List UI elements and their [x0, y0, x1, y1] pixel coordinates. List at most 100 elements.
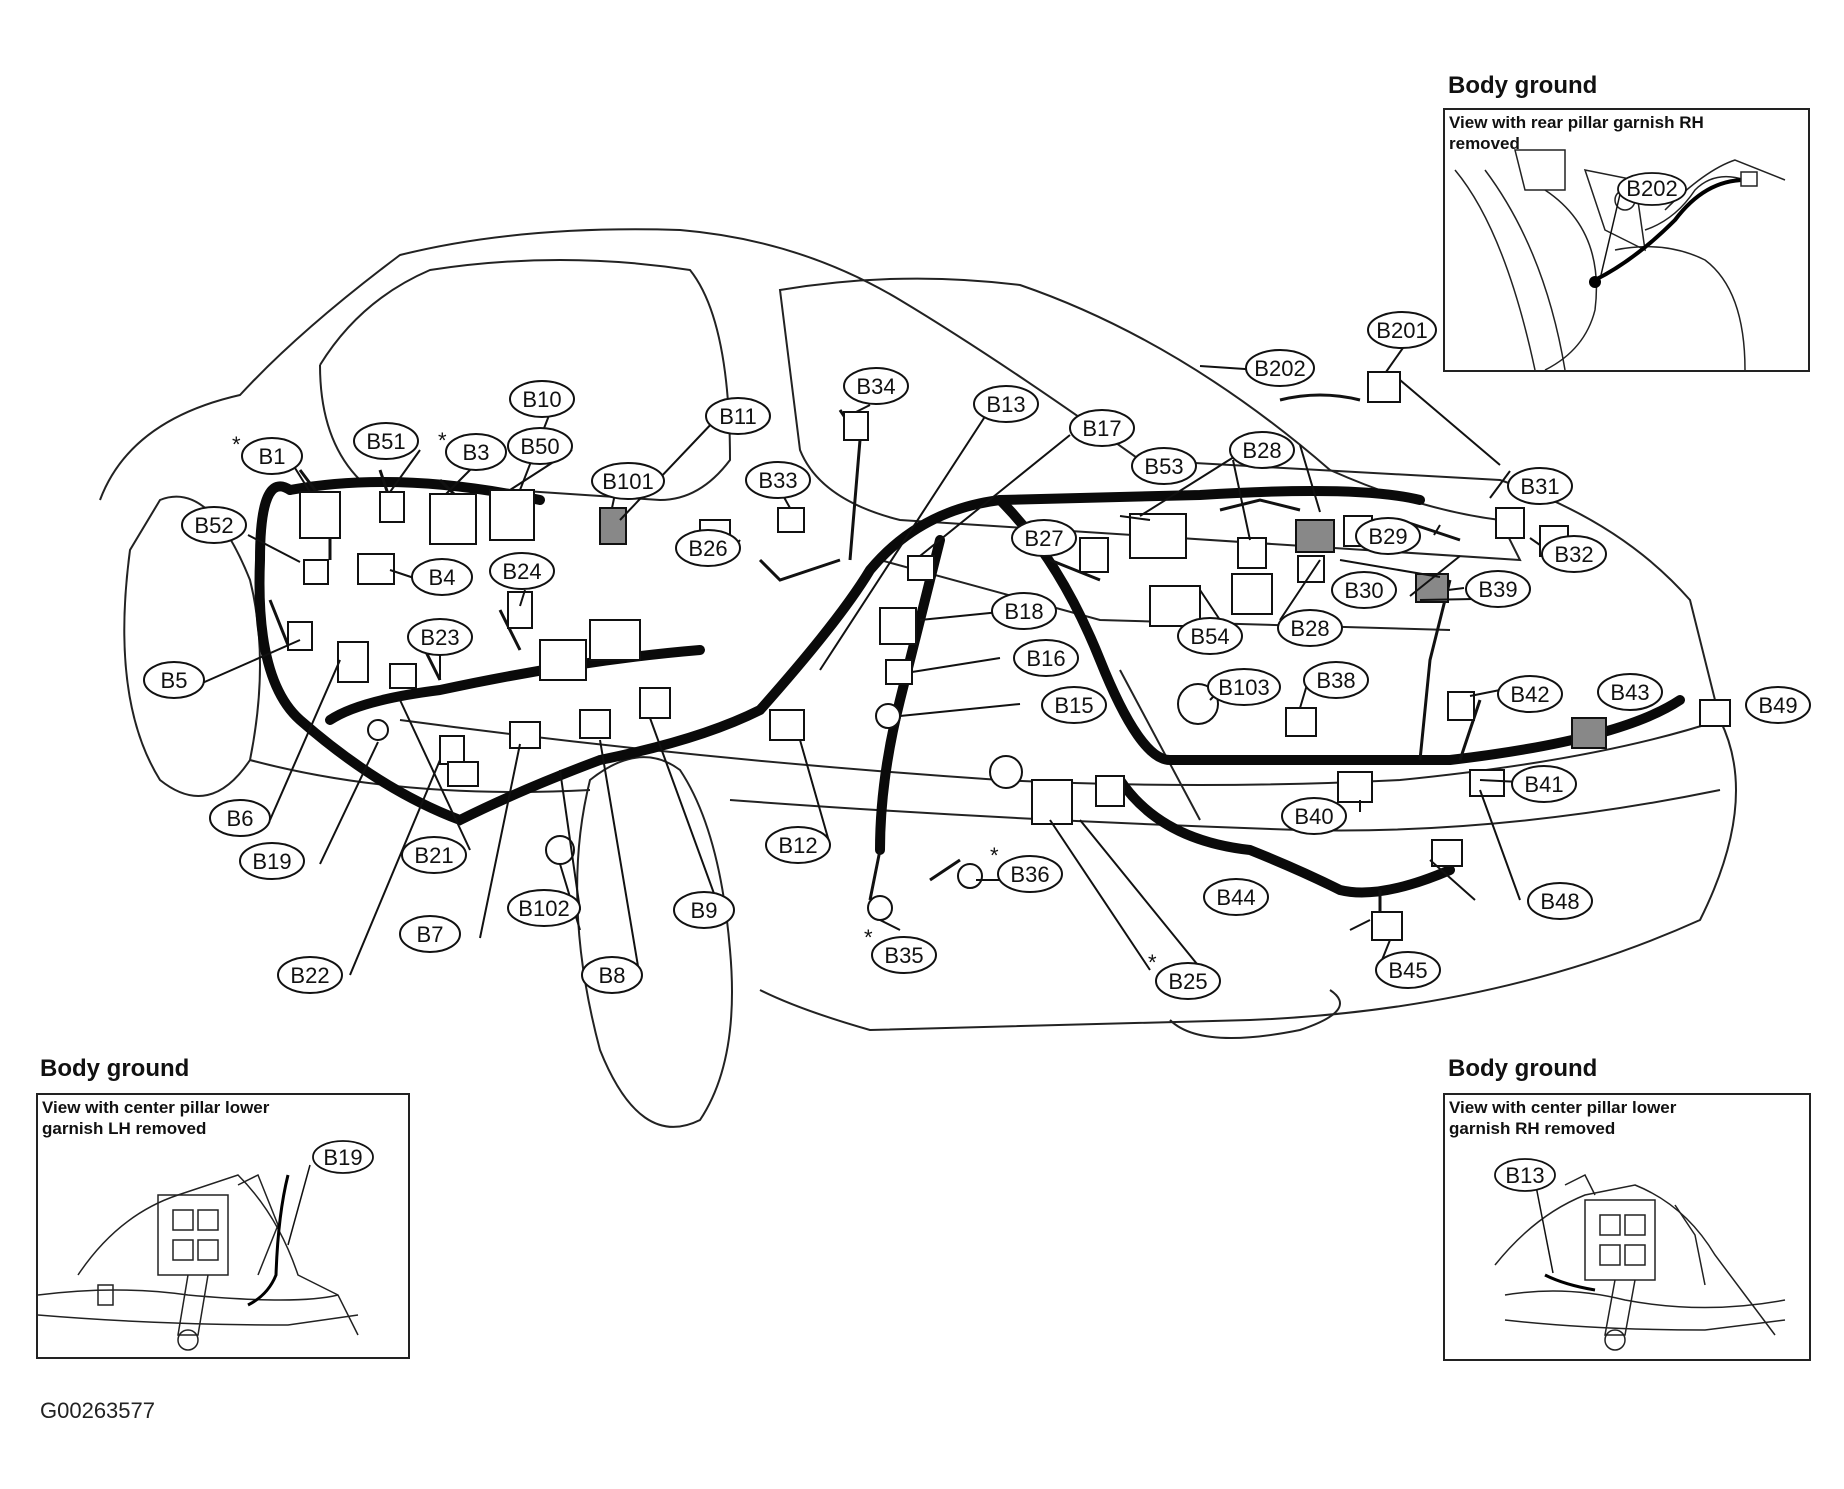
svg-text:B32: B32: [1554, 542, 1593, 567]
callout-B25: * B25: [1148, 950, 1221, 1000]
svg-text:B43: B43: [1610, 680, 1649, 705]
callout-B8: B8: [581, 956, 643, 994]
svg-text:B25: B25: [1168, 969, 1207, 994]
svg-text:B42: B42: [1510, 682, 1549, 707]
svg-text:B51: B51: [366, 429, 405, 454]
svg-text:B35: B35: [884, 943, 923, 968]
svg-text:B19: B19: [252, 849, 291, 874]
inset-right: View with center pillar lower garnish RH…: [1443, 1093, 1811, 1361]
svg-text:B28: B28: [1242, 438, 1281, 463]
inset-left: View with center pillar lower garnish LH…: [36, 1093, 410, 1359]
callout-B39: B39: [1465, 570, 1531, 608]
svg-text:B39: B39: [1478, 577, 1517, 602]
inset-left-title: Body ground: [40, 1055, 190, 1082]
callout-B17: B17: [1069, 409, 1135, 447]
svg-text:B49: B49: [1758, 693, 1797, 718]
svg-text:B12: B12: [778, 833, 817, 858]
svg-text:B9: B9: [691, 898, 718, 923]
callout-B31: B31: [1507, 467, 1573, 505]
callout-B24: B24: [489, 552, 555, 590]
svg-text:B36: B36: [1010, 862, 1049, 887]
callout-B41: B41: [1511, 765, 1577, 803]
svg-text:B1: B1: [259, 444, 286, 469]
svg-text:B23: B23: [420, 625, 459, 650]
callout-B28-upper: B28: [1229, 431, 1295, 469]
inset-rear-label: B202: [1600, 172, 1687, 276]
callout-star: *: [1148, 950, 1157, 975]
inset-right-title: Body ground: [1448, 1055, 1598, 1082]
inset-left-label: B19: [287, 1140, 374, 1246]
callouts: *B1 B51 *B3 B10 B50 B11 B101 B52 B4 B24 …: [143, 311, 1811, 1000]
callout-B43: B43: [1597, 673, 1663, 711]
callout-B1: * B1: [232, 432, 303, 475]
inset-left-caption: View with center pillar lower garnish LH…: [42, 1098, 270, 1138]
svg-text:B101: B101: [602, 469, 653, 494]
svg-text:B3: B3: [463, 440, 490, 465]
svg-text:B28: B28: [1290, 616, 1329, 641]
callout-B30: B30: [1331, 571, 1397, 609]
inset-right-drawing: [1494, 1173, 1786, 1351]
callout-B44: B44: [1203, 878, 1269, 916]
svg-text:B27: B27: [1024, 526, 1063, 551]
svg-text:B17: B17: [1082, 416, 1121, 441]
callout-B6: B6: [209, 799, 271, 837]
callout-B15: B15: [1041, 686, 1107, 724]
inset-rear-title: Body ground: [1448, 72, 1598, 99]
callout-B29: B29: [1355, 517, 1421, 555]
inset-right-caption: View with center pillar lower garnish RH…: [1449, 1098, 1677, 1138]
svg-text:B103: B103: [1218, 675, 1269, 700]
svg-text:B53: B53: [1144, 454, 1183, 479]
svg-text:B202: B202: [1626, 176, 1677, 201]
callout-B48: B48: [1527, 882, 1593, 920]
svg-text:B201: B201: [1376, 318, 1427, 343]
callout-B101: B101: [591, 462, 665, 500]
svg-text:B11: B11: [719, 404, 757, 429]
callout-B103: B103: [1207, 668, 1281, 706]
callout-B18: B18: [991, 592, 1057, 630]
callout-B53: B53: [1131, 447, 1197, 485]
callout-B16: B16: [1013, 639, 1079, 677]
callout-B54: B54: [1177, 617, 1243, 655]
callout-B7: B7: [399, 915, 461, 953]
svg-text:B13: B13: [1505, 1163, 1544, 1188]
svg-text:B5: B5: [161, 668, 188, 693]
svg-text:B18: B18: [1004, 599, 1043, 624]
callout-B45: B45: [1375, 951, 1441, 989]
callout-B28-lower: B28: [1277, 609, 1343, 647]
svg-text:B22: B22: [290, 963, 329, 988]
inset-rear-drawing: [1454, 149, 1786, 370]
svg-text:B45: B45: [1388, 958, 1427, 983]
callout-B102: B102: [507, 889, 581, 927]
callout-B11: B11: [705, 397, 771, 435]
svg-text:B15: B15: [1054, 693, 1093, 718]
callout-B5: B5: [143, 661, 205, 699]
callout-B3: *B3: [438, 428, 507, 471]
svg-text:B52: B52: [194, 513, 233, 538]
svg-text:B29: B29: [1368, 524, 1407, 549]
callout-B22: B22: [277, 956, 343, 994]
callout-star: *: [232, 432, 241, 457]
svg-text:B40: B40: [1294, 804, 1333, 829]
svg-text:B13: B13: [986, 392, 1025, 417]
callout-B19: B19: [239, 842, 305, 880]
svg-text:B44: B44: [1216, 885, 1255, 910]
callout-B12: B12: [765, 826, 831, 864]
svg-text:B38: B38: [1316, 668, 1355, 693]
svg-text:B33: B33: [758, 468, 797, 493]
callout-B40: B40: [1281, 797, 1347, 835]
callout-B32: B32: [1541, 535, 1607, 573]
callout-B35: *B35: [864, 925, 937, 974]
svg-text:B6: B6: [227, 806, 254, 831]
callout-B49: B49: [1745, 686, 1811, 724]
callout-B27: B27: [1011, 519, 1077, 557]
inset-rear: View with rear pillar garnish RH removed…: [1443, 108, 1810, 372]
callout-B52: B52: [181, 506, 247, 544]
callout-B26: B26: [675, 529, 741, 567]
svg-text:B202: B202: [1254, 356, 1305, 381]
callout-B34: B34: [843, 367, 909, 405]
svg-text:B24: B24: [502, 559, 541, 584]
callout-B13: B13: [973, 385, 1039, 423]
svg-text:B4: B4: [429, 565, 456, 590]
svg-text:B8: B8: [599, 963, 626, 988]
callout-B201: B201: [1367, 311, 1437, 349]
